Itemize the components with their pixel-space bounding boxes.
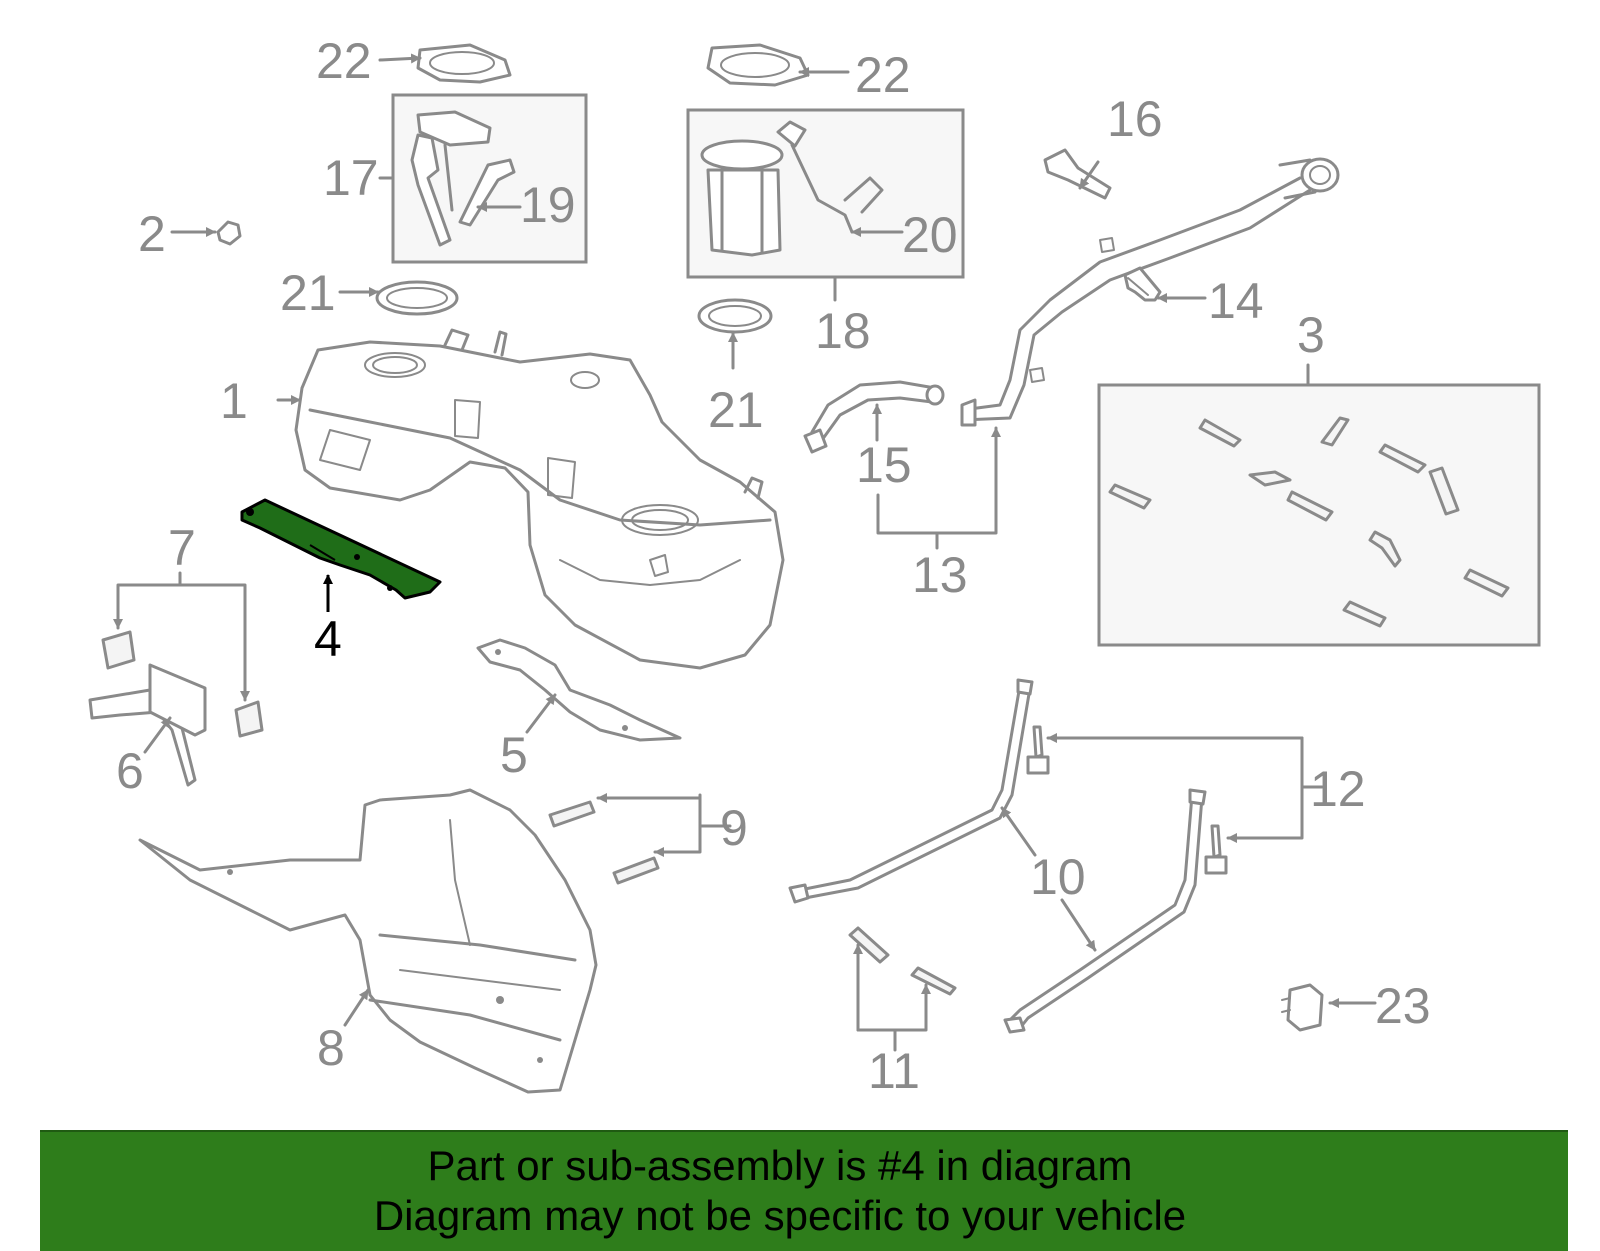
callout-17: 17 xyxy=(323,150,379,206)
banner-disclaimer: Diagram may not be specific to your vehi… xyxy=(373,1192,1187,1239)
callout-14: 14 xyxy=(1208,273,1264,329)
vapor-hose[interactable] xyxy=(803,380,945,454)
strap-bolt-lower[interactable] xyxy=(1204,824,1228,875)
fuel-level-sensor-right[interactable] xyxy=(776,120,884,234)
info-banner: Part or sub-assembly is #4 in diagram Di… xyxy=(40,1130,1568,1251)
callout-16: 16 xyxy=(1107,91,1163,147)
callout-15: 15 xyxy=(856,437,912,493)
callout-22-left: 22 xyxy=(316,33,372,89)
fuel-pump-assembly-right[interactable] xyxy=(700,139,784,257)
callout-10: 10 xyxy=(1030,849,1086,905)
fuel-tank-plug[interactable] xyxy=(216,220,242,246)
insulator-pad-lower[interactable] xyxy=(234,700,264,738)
fuel-pump-gasket-left[interactable] xyxy=(375,280,459,316)
fuel-pump-gasket-right[interactable] xyxy=(697,298,773,334)
callout-11: 11 xyxy=(868,1043,920,1099)
strap-pad-right[interactable] xyxy=(910,966,957,996)
repair-kit-pads[interactable] xyxy=(1108,416,1510,628)
callout-19: 19 xyxy=(520,177,576,233)
fuel-level-sensor-left[interactable] xyxy=(458,158,516,227)
callout-5: 5 xyxy=(500,727,528,783)
fuel-tank-strap-rear[interactable] xyxy=(1003,788,1207,1034)
fuel-tank-strap-front[interactable] xyxy=(788,678,1034,904)
callout-12: 12 xyxy=(1310,761,1366,817)
fuel-filler-pipe[interactable] xyxy=(960,157,1340,427)
callout-20: 20 xyxy=(902,207,958,263)
electrical-connector[interactable] xyxy=(1281,983,1324,1032)
callout-4: 4 xyxy=(314,611,342,667)
callout-22-right: 22 xyxy=(855,47,911,103)
callout-18: 18 xyxy=(815,303,871,359)
insulator-bracket[interactable] xyxy=(88,663,207,787)
callout-23: 23 xyxy=(1375,978,1431,1034)
fuel-tank[interactable] xyxy=(294,328,785,670)
fuel-pump-sender-left[interactable] xyxy=(410,110,492,247)
callout-8: 8 xyxy=(317,1020,345,1076)
banner-part-message: Part or sub-assembly is #4 in diagram xyxy=(427,1142,1133,1189)
strap-pad-left[interactable] xyxy=(848,926,890,964)
callout-3: 3 xyxy=(1297,307,1325,363)
callout-2: 2 xyxy=(138,206,166,262)
callout-9: 9 xyxy=(720,800,748,856)
fuel-tank-heat-shield-highlighted[interactable] xyxy=(240,498,442,600)
fuel-pump-retainer-ring-left[interactable] xyxy=(416,43,512,84)
fuel-tank-shield-lower[interactable] xyxy=(476,638,682,742)
filler-pipe-bolt[interactable] xyxy=(1123,266,1162,302)
filler-pipe-bracket[interactable] xyxy=(1043,148,1112,200)
callout-13: 13 xyxy=(912,547,968,603)
fuel-pump-retainer-ring-right[interactable] xyxy=(706,43,810,87)
callout-numbers: 22 22 16 17 19 2 20 21 14 18 3 1 21 15 7… xyxy=(116,33,1431,1099)
insulator-pad-upper[interactable] xyxy=(101,630,136,670)
pad-9-upper[interactable] xyxy=(548,800,596,828)
leader-lines xyxy=(113,53,1377,1052)
pad-9-lower[interactable] xyxy=(612,856,660,885)
fuel-tank-skid-plate[interactable] xyxy=(138,788,598,1094)
callout-21-right: 21 xyxy=(708,382,764,438)
callout-6: 6 xyxy=(116,743,144,799)
callout-21-left: 21 xyxy=(280,265,336,321)
callout-7: 7 xyxy=(168,520,196,576)
callout-1: 1 xyxy=(220,373,248,429)
strap-bolt-upper[interactable] xyxy=(1026,725,1050,775)
